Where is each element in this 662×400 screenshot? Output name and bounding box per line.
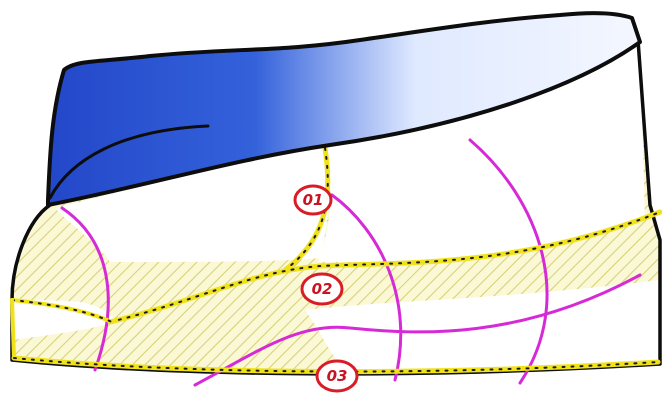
region-label-01-text: 01	[303, 191, 324, 209]
region-label-03: 03	[317, 361, 357, 391]
region-label-02-text: 02	[312, 280, 333, 298]
region-label-03-text: 03	[327, 367, 348, 385]
region-label-01: 01	[295, 186, 331, 214]
region-label-02: 02	[302, 274, 342, 304]
seam-left-edge	[12, 300, 14, 358]
